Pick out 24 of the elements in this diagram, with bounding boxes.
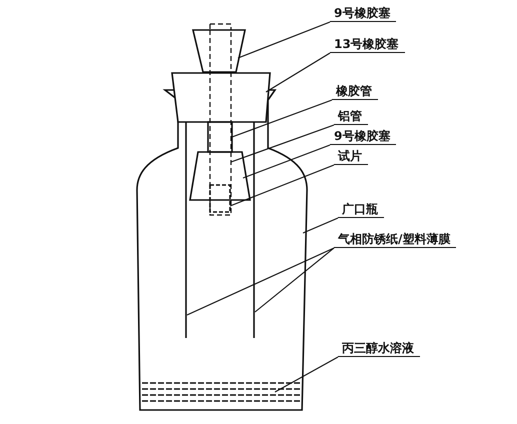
part-label: 9号橡胶塞 [330, 129, 396, 145]
leader-line [238, 21, 330, 59]
leader-line [254, 248, 334, 312]
part-label: 丙三醇水溶液 [338, 341, 420, 357]
liquid [142, 382, 300, 402]
leader-line [266, 52, 330, 92]
part-label: 橡胶管 [332, 84, 378, 100]
leader-line [242, 144, 330, 179]
test-strip [209, 184, 231, 213]
tube [207, 121, 233, 153]
leader-line [302, 218, 338, 234]
leader-line [230, 164, 334, 207]
leader-line [186, 248, 334, 316]
part-label: 铝管 [334, 109, 368, 125]
part-label: 9号橡胶塞 [330, 6, 396, 22]
leader-line [230, 124, 334, 163]
part-label: 广口瓶 [338, 202, 384, 218]
wide-mouth-bottle [136, 89, 308, 411]
leader-line [232, 99, 332, 138]
tube [209, 23, 232, 216]
part-label: 气相防锈纸/塑料薄膜 [334, 232, 456, 248]
leader-line [274, 356, 338, 392]
part-label: 13号橡胶塞 [330, 37, 405, 53]
part-label: 试片 [334, 149, 368, 165]
